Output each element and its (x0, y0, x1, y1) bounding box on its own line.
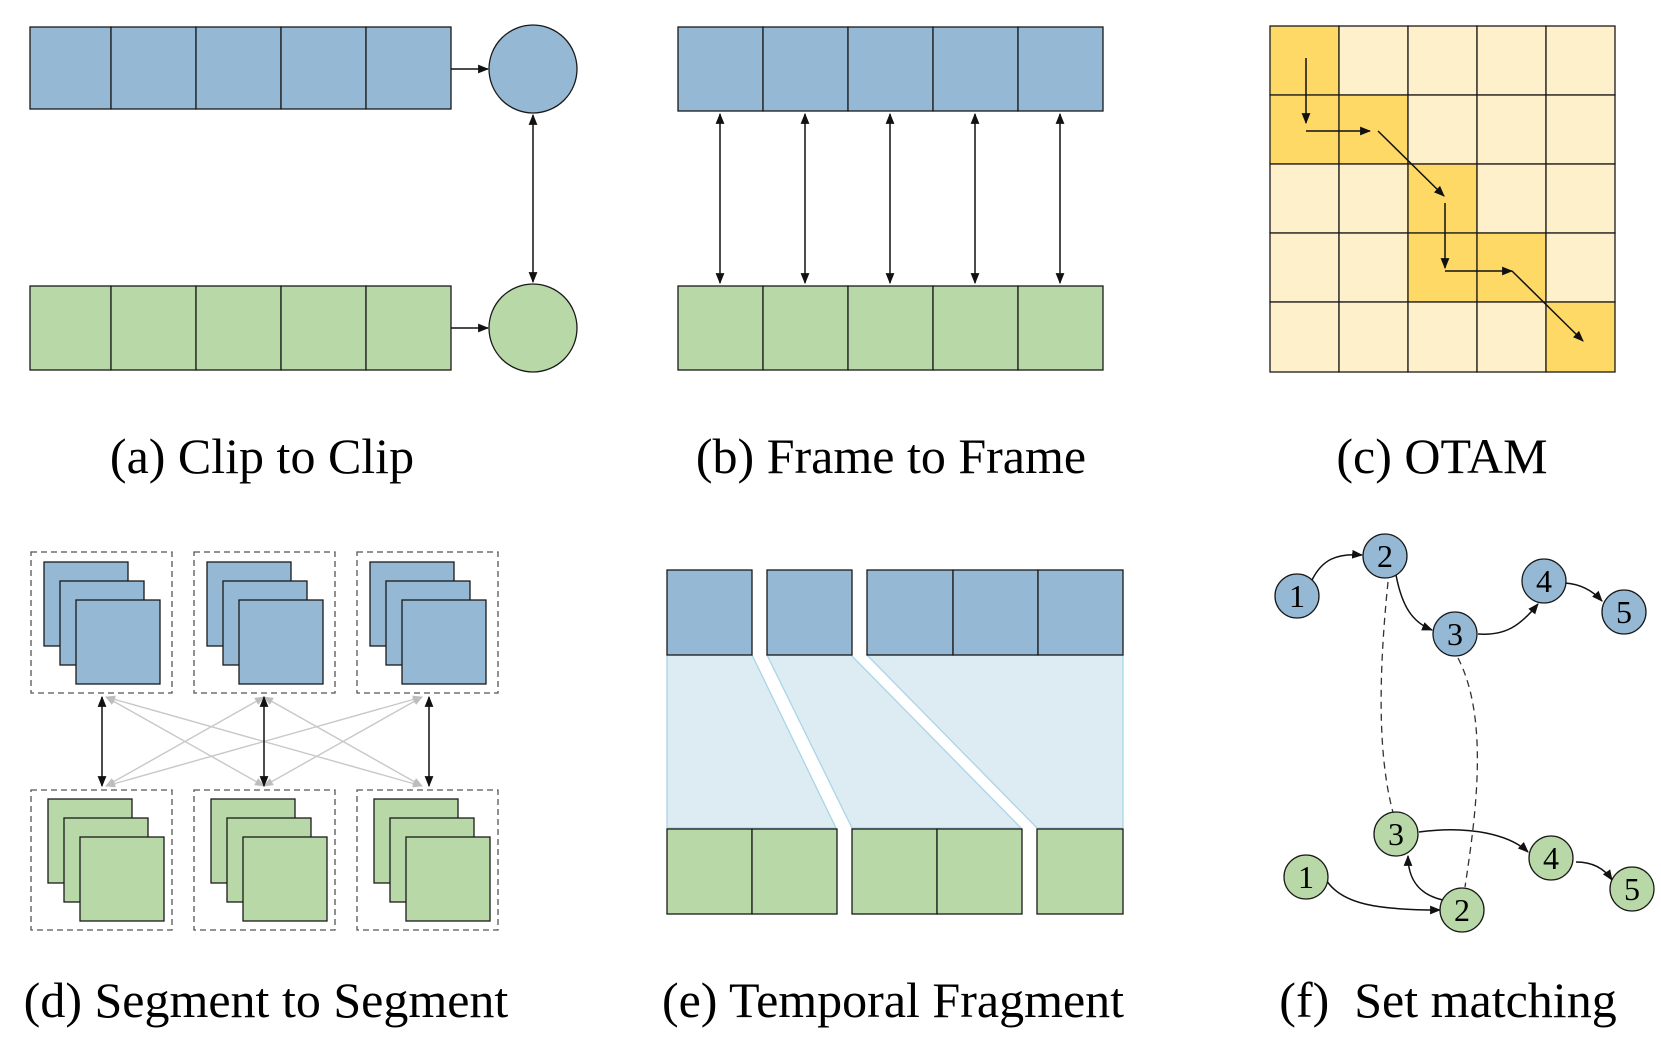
panel-f-caption: (f) Set matching (1279, 972, 1616, 1028)
svg-text:3: 3 (1447, 616, 1463, 652)
green-node-2: 2 (1439, 887, 1485, 933)
blue-node-3: 3 (1432, 611, 1478, 657)
blue-node-2: 2 (1362, 533, 1408, 579)
panel-a-green-clip (29, 285, 452, 371)
panel-a-green-clip-node (488, 283, 578, 373)
panel-c-alignment-grid (1269, 25, 1616, 373)
blue-node-4: 4 (1521, 558, 1567, 604)
svg-text:1: 1 (1289, 578, 1305, 614)
panel-b-blue-frames (677, 26, 1104, 112)
panel-a-caption: (a) Clip to Clip (110, 428, 414, 484)
panel-b-frame-to-frame: (b) Frame to Frame (677, 26, 1104, 484)
panel-a-blue-clip-node (488, 24, 578, 114)
panel-d-caption: (d) Segment to Segment (24, 972, 509, 1028)
panel-c-alignment-path (1301, 58, 1584, 342)
svg-text:4: 4 (1536, 563, 1552, 599)
svg-text:4: 4 (1543, 840, 1559, 876)
panel-c-otam: (c) OTAM (1269, 25, 1616, 484)
green-node-3: 3 (1373, 811, 1419, 857)
panel-d-segment-boxes (30, 551, 499, 931)
panel-d-green-stacks (47, 798, 491, 922)
blue-node-1: 1 (1274, 573, 1320, 619)
svg-text:2: 2 (1454, 892, 1470, 928)
panel-b-green-frames (677, 285, 1104, 371)
panel-f-set-matching: 1 2 3 4 5 1 (1274, 533, 1655, 1028)
panel-c-caption: (c) OTAM (1336, 428, 1547, 484)
panel-d-blue-stacks (43, 561, 487, 685)
panel-f-blue-set: 1 2 3 4 5 (1274, 533, 1647, 657)
panel-d-match-arrows (97, 695, 434, 788)
panel-e-blue-fragments (666, 569, 1124, 656)
panel-e-caption: (e) Temporal Fragment (662, 972, 1124, 1028)
panel-f-dashed-matches (1380, 581, 1479, 888)
svg-text:5: 5 (1624, 871, 1640, 907)
panel-a-clip-to-clip: (a) Clip to Clip (29, 24, 578, 484)
green-node-5: 5 (1609, 866, 1655, 912)
blue-node-5: 5 (1601, 589, 1647, 635)
panel-b-caption: (b) Frame to Frame (696, 428, 1086, 484)
green-node-1: 1 (1283, 854, 1329, 900)
panel-f-blue-arrows (1311, 549, 1603, 635)
panel-f-green-arrows (1324, 829, 1613, 915)
panel-f-green-set: 1 2 3 4 5 (1283, 811, 1655, 933)
svg-text:3: 3 (1388, 816, 1404, 852)
svg-text:1: 1 (1298, 859, 1314, 895)
panel-b-match-arrows (715, 112, 1065, 285)
panel-a-blue-clip (29, 26, 452, 110)
svg-text:2: 2 (1377, 538, 1393, 574)
panel-e-fragment-bands (666, 654, 1124, 829)
green-node-4: 4 (1528, 835, 1574, 881)
svg-text:5: 5 (1616, 594, 1632, 630)
panel-d-segment-to-segment: (d) Segment to Segment (24, 551, 509, 1028)
panel-e-temporal-fragment: (e) Temporal Fragment (662, 569, 1124, 1028)
panel-e-green-fragments (666, 828, 1124, 915)
